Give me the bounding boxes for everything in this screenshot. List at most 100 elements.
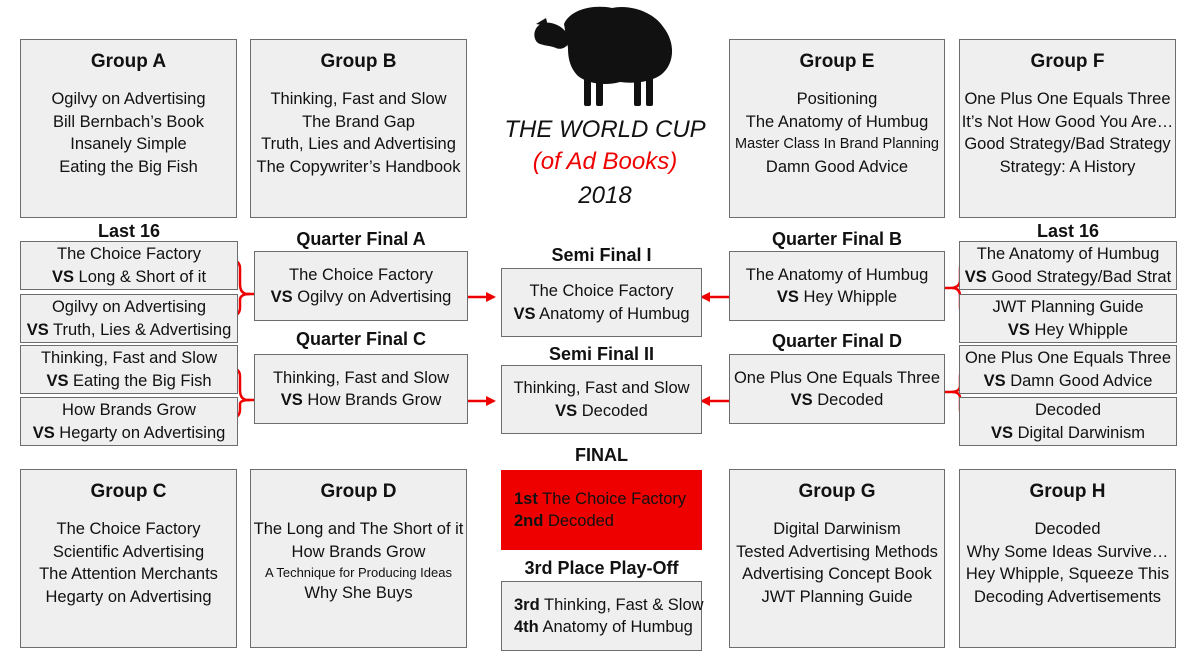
title-line-2: (of Ad Books) — [532, 148, 678, 175]
list-item: Why She Buys — [304, 584, 413, 602]
third-place-label: 3rd — [514, 595, 540, 614]
group-title: Group H — [1029, 481, 1106, 502]
final-result: 1st The Choice Factory 2nd Decoded — [501, 470, 702, 550]
group-a: Group A Ogilvy on Advertising Bill Bernb… — [20, 39, 237, 218]
vs-label: VS — [790, 391, 813, 409]
team-a: The Choice Factory — [529, 282, 674, 300]
group-title: Group A — [90, 51, 167, 72]
list-item: It’s Not How Good You Are… — [961, 112, 1174, 131]
team-b: Damn Good Advice — [1010, 371, 1153, 390]
list-item: Bill Bernbach’s Book — [52, 112, 205, 131]
group-h: Group H Decoded Why Some Ideas Survive… … — [959, 469, 1176, 648]
sf-1-heading: Semi Final I — [551, 245, 652, 265]
team-b: Hey Whipple — [1034, 320, 1129, 339]
title-line-1: THE WORLD CUP — [504, 116, 706, 143]
group-title: Group B — [320, 51, 397, 72]
qf-a-heading: Quarter Final A — [296, 229, 426, 249]
list-item: The Long and The Short of it — [253, 520, 464, 538]
team-a: Thinking, Fast and Slow — [513, 379, 690, 397]
fourth-place-label: 4th — [514, 618, 539, 636]
team-b: Anatomy of Humbug — [539, 304, 690, 323]
group-c: Group C The Choice Factory Scientific Ad… — [20, 469, 237, 648]
list-item: Digital Darwinism — [773, 520, 901, 538]
team-a: Decoded — [1034, 401, 1102, 419]
last16-match: Ogilvy on Advertising VS Truth, Lies & A… — [20, 294, 238, 343]
list-item: A Technique for Producing Ideas — [265, 565, 452, 580]
group-title: Group G — [798, 481, 876, 502]
sf-1-match: The Choice Factory VS Anatomy of Humbug — [501, 268, 702, 337]
vs-label: VS — [270, 288, 293, 306]
list-item: Thinking, Fast and Slow — [270, 90, 447, 108]
list-item: Insanely Simple — [70, 135, 187, 153]
team-a: The Anatomy of Humbug — [745, 265, 929, 284]
list-item: Ogilvy on Advertising — [51, 90, 206, 108]
list-item: The Copywriter’s Handbook — [256, 157, 461, 176]
list-item: Hey Whipple, Squeeze This — [965, 565, 1170, 583]
title-line-3: 2018 — [578, 182, 632, 209]
group-title: Group F — [1030, 51, 1105, 72]
final-heading: FINAL — [575, 445, 628, 465]
list-item: The Attention Merchants — [39, 565, 218, 583]
vs-label: VS — [983, 371, 1006, 390]
vs-label: VS — [1007, 320, 1030, 339]
last16-right-heading: Last 16 — [1036, 221, 1100, 241]
list-item: Strategy: A History — [999, 157, 1136, 176]
list-item: Good Strategy/Bad Strategy — [964, 135, 1171, 153]
qf-d-match: One Plus One Equals Three VS Decoded — [729, 354, 945, 424]
vs-label: VS — [555, 401, 578, 420]
last16-match: The Anatomy of Humbug VS Good Strategy/B… — [959, 241, 1177, 290]
qf-d-heading: Quarter Final D — [771, 331, 903, 351]
vs-label: VS — [990, 423, 1013, 442]
team-b: Hey Whipple — [803, 288, 898, 306]
last16-match: The Choice Factory VS Long & Short of it — [20, 241, 238, 290]
team-b: Ogilvy on Advertising — [297, 288, 452, 306]
list-item: Positioning — [796, 90, 878, 108]
team-b: Long & Short of it — [78, 267, 207, 286]
first-place: The Choice Factory — [542, 489, 687, 508]
qf-b-match: The Anatomy of Humbug VS Hey Whipple — [729, 251, 945, 321]
last16-left-heading: Last 16 — [97, 221, 161, 241]
group-d: Group D The Long and The Short of it How… — [250, 469, 467, 648]
third-place-result: 3rd Thinking, Fast & Slow 4th Anatomy of… — [501, 581, 704, 651]
second-place-label: 2nd — [514, 512, 544, 530]
team-a: JWT Planning Guide — [992, 298, 1144, 316]
last16-match: Thinking, Fast and Slow VS Eating the Bi… — [20, 345, 238, 394]
list-item: Tested Advertising Methods — [736, 542, 938, 561]
group-f: Group F One Plus One Equals Three It’s N… — [959, 39, 1176, 218]
list-item: The Choice Factory — [56, 520, 201, 538]
list-item: How Brands Grow — [291, 542, 426, 561]
list-item: Eating the Big Fish — [59, 157, 198, 176]
team-b: How Brands Grow — [307, 391, 442, 409]
list-item: Why Some Ideas Survive… — [966, 542, 1169, 561]
vs-label: VS — [32, 423, 55, 442]
list-item: The Anatomy of Humbug — [745, 112, 929, 131]
list-item: Advertising Concept Book — [742, 565, 932, 583]
team-a: One Plus One Equals Three — [733, 368, 941, 387]
vs-label: VS — [51, 267, 74, 286]
group-title: Group C — [90, 481, 167, 502]
team-b: Eating the Big Fish — [73, 371, 212, 390]
vs-label: VS — [46, 371, 69, 390]
list-item: Damn Good Advice — [765, 157, 909, 176]
sheep-icon — [534, 6, 673, 106]
group-title: Group D — [320, 481, 397, 502]
list-item: JWT Planning Guide — [761, 587, 913, 606]
team-a: Thinking, Fast and Slow — [40, 349, 218, 367]
team-b: Decoded — [817, 391, 884, 409]
list-item: The Brand Gap — [302, 112, 415, 131]
list-item: Scientific Advertising — [52, 542, 205, 561]
sf-2-heading: Semi Final II — [548, 344, 655, 364]
list-item: Master Class In Brand Planning — [735, 136, 939, 152]
list-item: Hegarty on Advertising — [45, 587, 212, 606]
team-a: The Choice Factory — [57, 245, 201, 263]
team-a: One Plus One Equals Three — [964, 349, 1172, 367]
vs-label: VS — [26, 320, 49, 339]
vs-label: VS — [513, 304, 536, 323]
group-b: Group B Thinking, Fast and Slow The Bran… — [250, 39, 467, 218]
list-item: Decoding Advertisements — [973, 587, 1162, 606]
team-a: The Choice Factory — [289, 265, 433, 284]
team-a: Ogilvy on Advertising — [51, 298, 207, 316]
list-item: Decoded — [1034, 520, 1101, 538]
list-item: One Plus One Equals Three — [964, 90, 1171, 108]
second-place: Decoded — [547, 512, 614, 530]
